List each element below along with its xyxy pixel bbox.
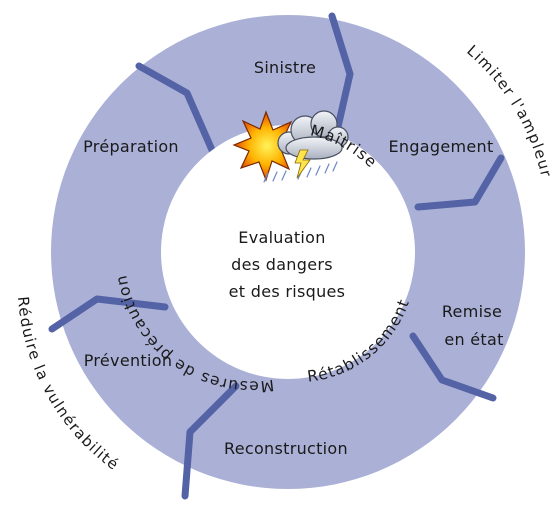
segment-label-prevention: Prévention bbox=[84, 351, 173, 370]
segment-label-reconstruction: Reconstruction bbox=[224, 439, 348, 458]
segment-label-remise-2: en état bbox=[444, 330, 503, 349]
center-line-1: Evaluation bbox=[238, 228, 325, 247]
segment-label-remise-1: Remise bbox=[442, 302, 502, 321]
divider-remise-reconstruction bbox=[409, 332, 497, 402]
center-circle bbox=[161, 125, 415, 379]
divider-sinistre-engagement bbox=[328, 12, 354, 144]
segment-label-sinistre: Sinistre bbox=[254, 58, 316, 77]
divider-prevention-preparation bbox=[48, 295, 169, 333]
divider-engagement-remise bbox=[414, 154, 505, 211]
storm-icon bbox=[232, 110, 349, 183]
center-line-2: des dangers bbox=[231, 255, 333, 274]
divider-preparation-sinistre bbox=[135, 62, 216, 154]
segment-dividers bbox=[48, 12, 505, 500]
center-line-3: et des risques bbox=[229, 282, 346, 301]
divider-reconstruction-prevention bbox=[181, 382, 240, 500]
segment-label-preparation: Préparation bbox=[83, 137, 179, 156]
segment-label-engagement: Engagement bbox=[388, 137, 493, 156]
